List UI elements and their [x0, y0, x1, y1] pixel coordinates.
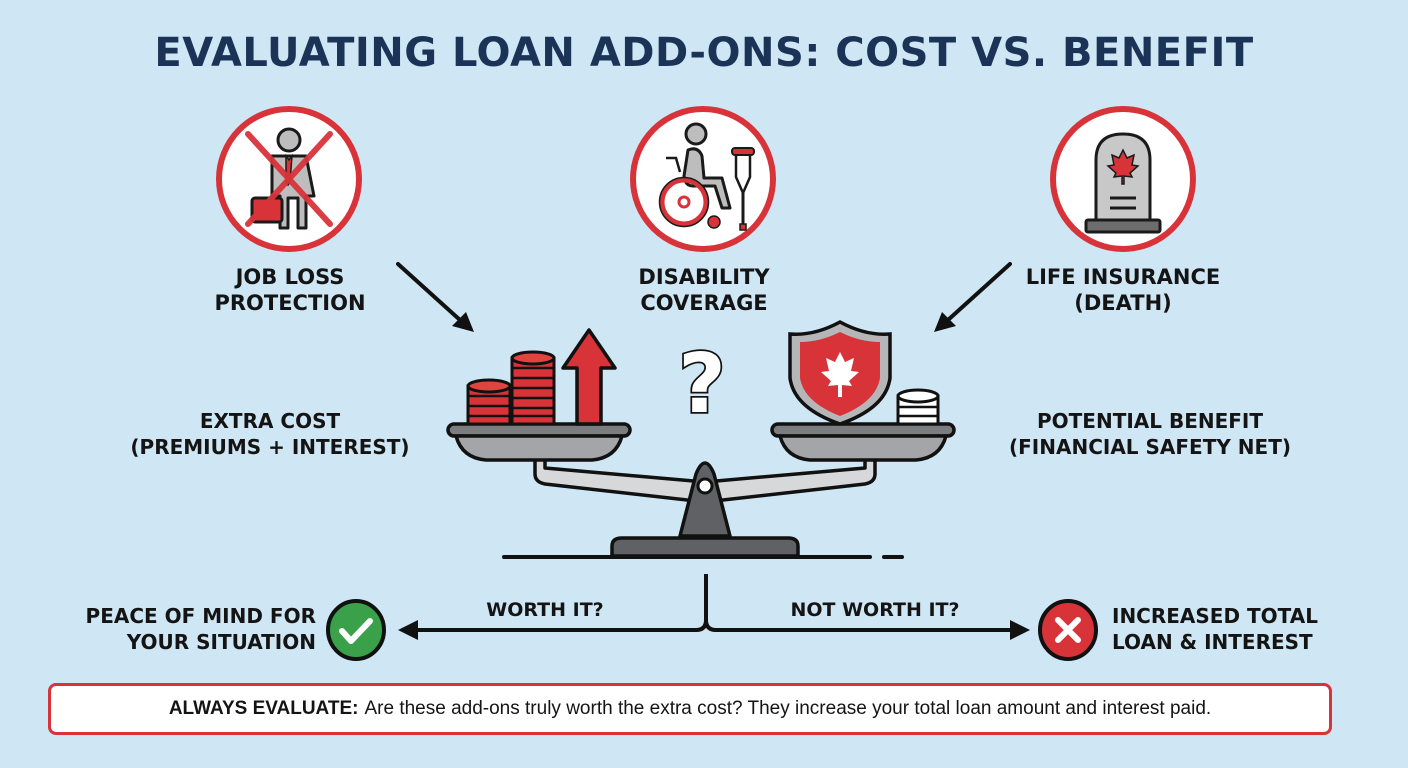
life-insurance-label-line1: LIFE INSURANCE	[1025, 265, 1221, 289]
potential-benefit-label: POTENTIAL BENEFIT (FINANCIAL SAFETY NET)	[995, 408, 1305, 460]
left-pan	[446, 422, 632, 462]
white-coin-stack-icon	[896, 388, 940, 426]
extra-cost-label-line2: (PREMIUMS + INTEREST)	[130, 435, 410, 459]
extra-cost-label-line1: EXTRA COST	[199, 409, 341, 433]
balance-scale-icon: ?	[446, 320, 956, 559]
job-loss-label-line2: PROTECTION	[214, 291, 366, 315]
arrow-up-icon	[561, 328, 617, 426]
arrow-down-left-icon	[934, 262, 1012, 332]
worth-it-label: WORTH IT?	[486, 599, 604, 621]
increased-loan-line1: INCREASED TOTAL	[1112, 604, 1318, 628]
potential-benefit-label-line2: (FINANCIAL SAFETY NET)	[1009, 435, 1291, 459]
job-loss-icon	[245, 127, 333, 230]
page-title: EVALUATING LOAN ADD-ONS: COST VS. BENEFI…	[154, 30, 1254, 76]
disability-label-line2: COVERAGE	[640, 291, 768, 315]
not-worth-it-label: NOT WORTH IT?	[790, 599, 960, 621]
potential-benefit-label-line1: POTENTIAL BENEFIT	[1036, 409, 1264, 433]
increased-loan-line2: LOAN & INTEREST	[1112, 630, 1313, 654]
x-circle-icon	[1038, 599, 1098, 661]
canadian-shield-icon	[788, 320, 892, 426]
disability-icon-circle	[630, 106, 776, 252]
wheelchair-crutch-icon	[658, 122, 755, 231]
life-insurance-label: LIFE INSURANCE (DEATH)	[1010, 264, 1236, 316]
question-mark-icon: ?	[678, 337, 726, 432]
evaluation-callout: ALWAYS EVALUATE: Are these add-ons truly…	[48, 683, 1332, 735]
peace-of-mind-line2: YOUR SITUATION	[126, 630, 316, 654]
job-loss-label: JOB LOSS PROTECTION	[190, 264, 390, 316]
life-insurance-icon-circle	[1050, 106, 1196, 252]
callout-text: Are these add-ons truly worth the extra …	[364, 698, 1212, 719]
extra-cost-label: EXTRA COST (PREMIUMS + INTEREST)	[120, 408, 420, 460]
coin-stacks-icon	[466, 350, 556, 426]
increased-loan-label: INCREASED TOTAL LOAN & INTEREST	[1112, 603, 1352, 655]
arrow-down-right-icon	[396, 262, 474, 332]
disability-label: DISABILITY COVERAGE	[604, 264, 804, 316]
job-loss-icon-circle	[216, 106, 362, 252]
life-insurance-label-line2: (DEATH)	[1074, 291, 1172, 315]
peace-of-mind-label: PEACE OF MIND FOR YOUR SITUATION	[60, 603, 316, 655]
check-circle-icon	[326, 599, 386, 661]
job-loss-label-line1: JOB LOSS	[235, 265, 345, 289]
right-pan	[770, 422, 956, 462]
disability-label-line1: DISABILITY	[638, 265, 770, 289]
tombstone-maple-leaf-icon	[1084, 132, 1162, 234]
peace-of-mind-line1: PEACE OF MIND FOR	[85, 604, 316, 628]
callout-lead: ALWAYS EVALUATE:	[168, 698, 359, 719]
